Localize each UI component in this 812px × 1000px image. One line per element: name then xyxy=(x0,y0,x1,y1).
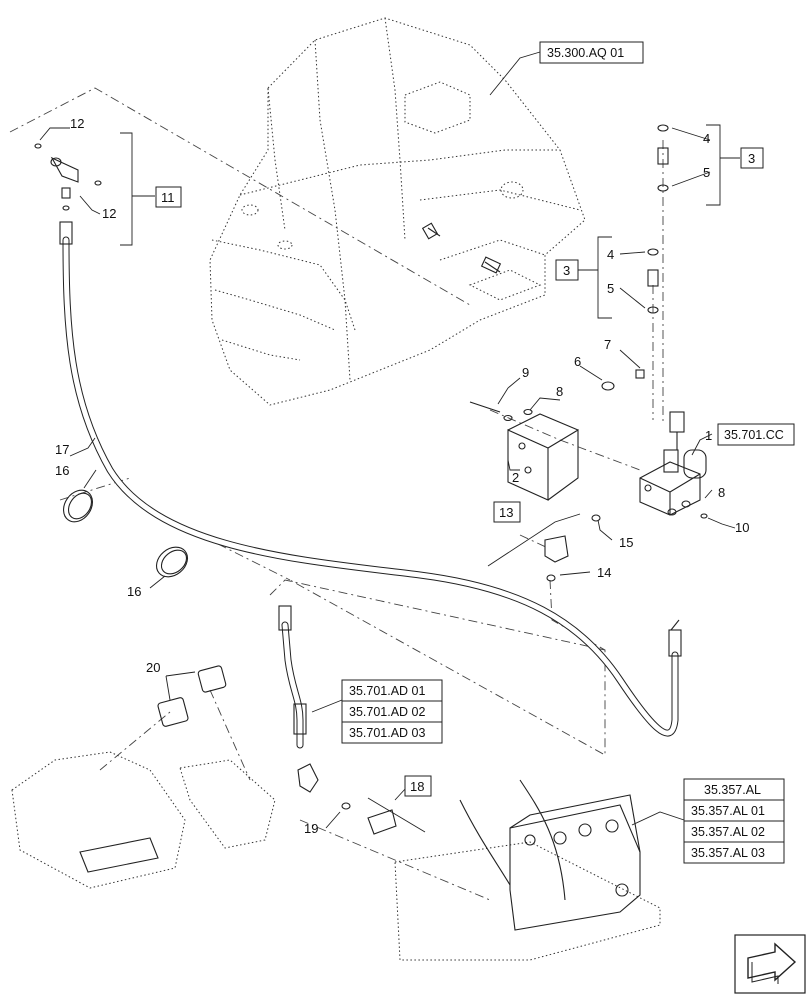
part-numbers: 12 12 4 5 4 5 7 9 6 8 1 2 8 10 15 14 17 … xyxy=(55,116,749,836)
boxed-label-3: 3 xyxy=(555,259,579,281)
ref-35-701-cc: 35.701.CC xyxy=(717,423,795,446)
seal-and-fitting-4-5 xyxy=(647,124,669,314)
svg-text:35.701.AD 03: 35.701.AD 03 xyxy=(349,726,425,740)
ref-35-300-aq-01: 35.300.AQ 01 xyxy=(539,41,644,64)
machine-frame-illustration xyxy=(209,17,586,406)
svg-text:13: 13 xyxy=(499,505,513,520)
part-label-20: 20 xyxy=(146,660,160,675)
part-label-16: 16 xyxy=(55,463,69,478)
part-label-10: 10 xyxy=(735,520,749,535)
next-page-arrow-icon[interactable] xyxy=(734,934,806,994)
ref-35-701-ad-group: 35.701.AD 01 35.701.AD 02 35.701.AD 03 xyxy=(341,679,443,744)
svg-text:35.701.AD 01: 35.701.AD 01 xyxy=(349,684,425,698)
svg-text:18: 18 xyxy=(410,779,424,794)
part-label-9: 9 xyxy=(522,365,529,380)
hose-clamp-16-lower xyxy=(155,546,189,578)
part-label-15: 15 xyxy=(619,535,633,550)
leader-lines xyxy=(39,51,740,833)
part-label-17: 17 xyxy=(55,442,69,457)
reference-boxes: 35.300.AQ 01 35.701.CC 35.701.AD 01 35.7… xyxy=(341,41,795,864)
svg-text:35.357.AL 01: 35.357.AL 01 xyxy=(691,804,765,818)
part-label-14: 14 xyxy=(597,565,611,580)
boxed-label-11: 11 xyxy=(155,186,182,208)
elbow-fitting-11 xyxy=(34,143,102,211)
boxed-part-numbers: 11 3 3 13 18 xyxy=(155,147,764,797)
svg-text:3: 3 xyxy=(748,151,755,166)
part-label-1: 1 xyxy=(705,428,712,443)
elbow-fitting-13 xyxy=(544,514,601,582)
part-label-7: 7 xyxy=(604,337,611,352)
short-hose-assembly xyxy=(278,605,397,835)
part-label-5: 5 xyxy=(703,165,710,180)
svg-text:35.701.CC: 35.701.CC xyxy=(724,428,784,442)
part-label-19: 19 xyxy=(304,821,318,836)
control-valve-block xyxy=(394,779,661,961)
solenoid-valve-1 xyxy=(639,411,708,519)
boxed-label-3: 3 xyxy=(740,147,764,169)
part-label-2: 2 xyxy=(512,470,519,485)
switch-20 xyxy=(157,665,227,727)
boxed-label-13: 13 xyxy=(493,501,521,523)
svg-text:35.300.AQ 01: 35.300.AQ 01 xyxy=(547,46,624,60)
part-label-4: 4 xyxy=(703,131,710,146)
part-label-4: 4 xyxy=(607,247,614,262)
part-label-8: 8 xyxy=(556,384,563,399)
svg-text:11: 11 xyxy=(161,190,175,205)
part-label-8: 8 xyxy=(718,485,725,500)
hose-clamp-16-upper xyxy=(63,489,93,523)
hydraulic-hose-17 xyxy=(59,221,682,737)
boxed-label-18: 18 xyxy=(404,775,432,797)
svg-text:35.357.AL 02: 35.357.AL 02 xyxy=(691,825,765,839)
operator-console-panel xyxy=(11,751,276,889)
mounting-bracket-2 xyxy=(469,369,645,501)
svg-text:35.357.AL 03: 35.357.AL 03 xyxy=(691,846,765,860)
part-label-12: 12 xyxy=(102,206,116,221)
part-label-5: 5 xyxy=(607,281,614,296)
svg-text:35.701.AD 02: 35.701.AD 02 xyxy=(349,705,425,719)
part-label-12: 12 xyxy=(70,116,84,131)
part-label-16: 16 xyxy=(127,584,141,599)
ref-35-357-al-group: 35.357.AL 35.357.AL 01 35.357.AL 02 35.3… xyxy=(683,778,785,864)
part-label-6: 6 xyxy=(574,354,581,369)
svg-text:3: 3 xyxy=(563,263,570,278)
svg-text:35.357.AL: 35.357.AL xyxy=(704,783,761,797)
